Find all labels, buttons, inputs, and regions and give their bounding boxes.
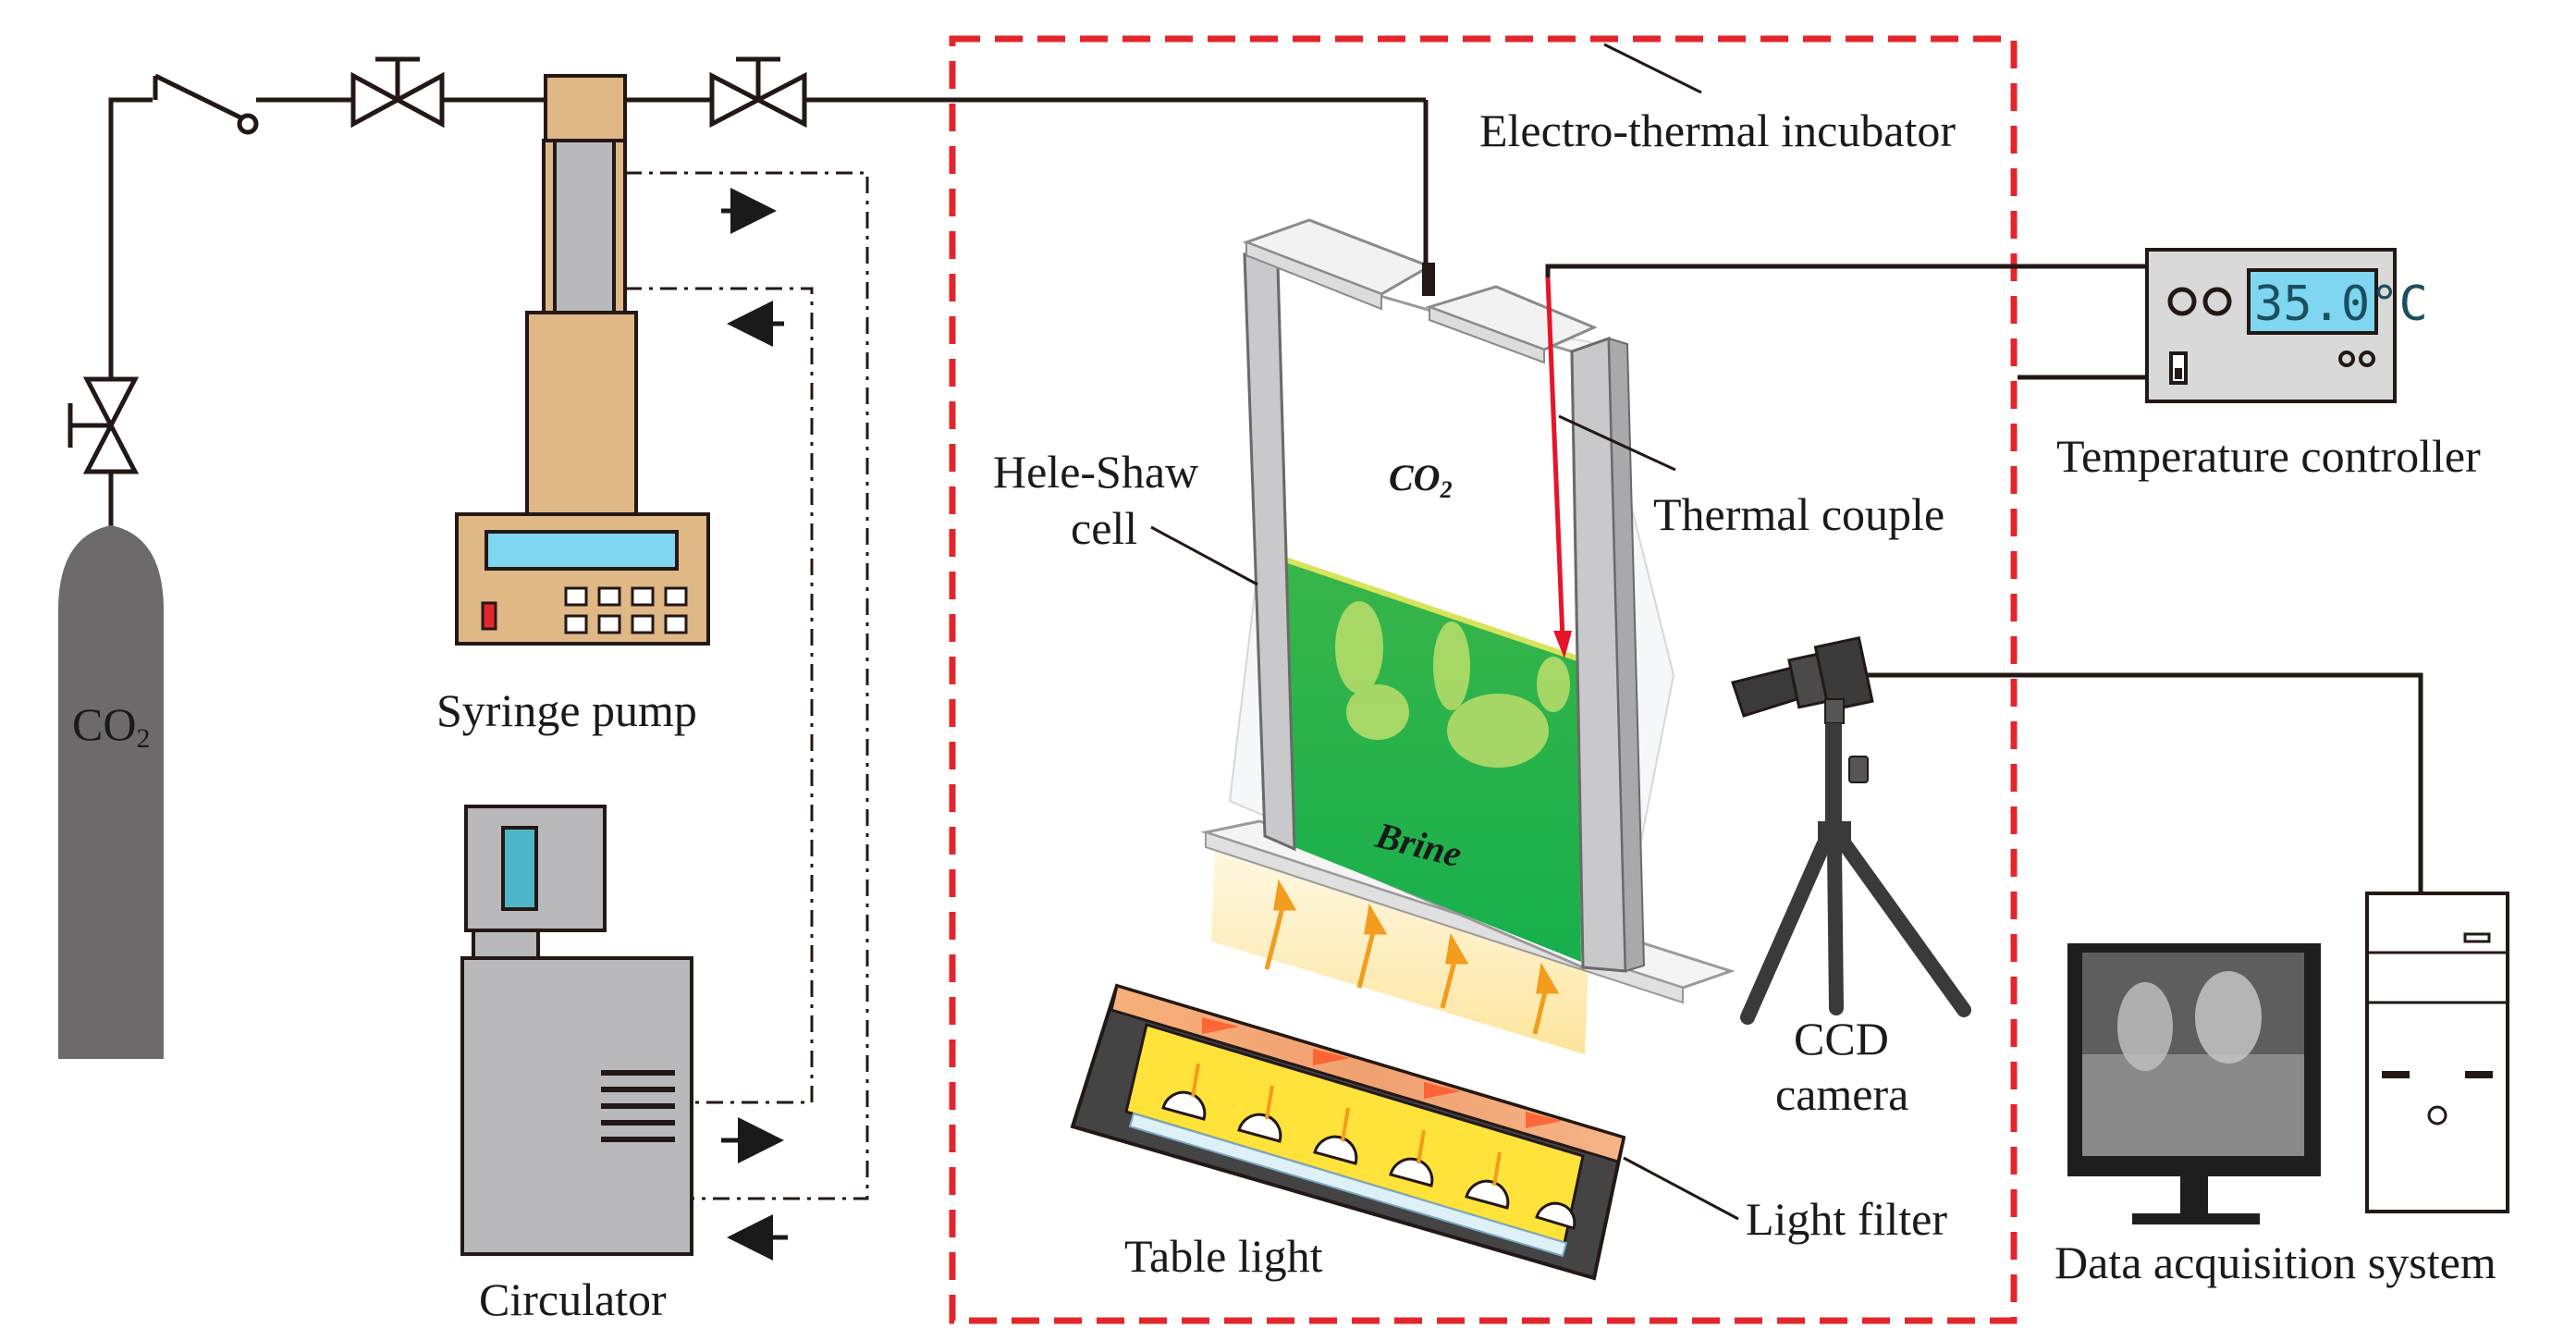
hele-shaw-label-line1: Hele-Shaw xyxy=(993,446,1198,498)
thermal-couple-label: Thermal couple xyxy=(1653,488,1944,540)
syringe-pump[interactable] xyxy=(455,74,710,646)
controller-knob-icon[interactable] xyxy=(2202,287,2232,316)
incubator-boundary xyxy=(949,35,2018,1324)
controller-reading: 35.0°C xyxy=(2254,277,2428,332)
controller-knob-icon[interactable] xyxy=(2167,287,2197,316)
gas-piping xyxy=(108,73,1429,527)
flow-arrows xyxy=(721,188,788,1261)
syringe-pump-label: Syringe pump xyxy=(436,684,697,736)
ccd-camera[interactable] xyxy=(1731,635,1971,1025)
ccd-label-line2: camera xyxy=(1775,1068,1908,1120)
filter-glow-icon xyxy=(1202,1017,1563,1128)
needle-valve-2[interactable] xyxy=(709,56,807,129)
circulator[interactable] xyxy=(460,805,693,1256)
hele-shaw-cell xyxy=(1200,218,1736,1004)
hele-shaw-label-line2: cell xyxy=(1071,502,1137,554)
temperature-controller-label: Temperature controller xyxy=(2056,430,2481,482)
table-light[interactable] xyxy=(1070,983,1626,1281)
data-acquisition-label: Data acquisition system xyxy=(2055,1236,2496,1288)
light-filter-label: Light filter xyxy=(1746,1193,1947,1245)
co2-cylinder: CO2 xyxy=(58,525,164,1059)
co2-cell-label: CO2 xyxy=(1389,457,1453,503)
controller-display xyxy=(2247,268,2378,335)
light-arrows xyxy=(1264,879,1560,1035)
data-acquisition-computer[interactable] xyxy=(2067,892,2509,1224)
cylinder-valve[interactable] xyxy=(67,376,140,474)
circulator-vent-icon xyxy=(601,1070,675,1142)
circulator-label: Circulator xyxy=(479,1273,667,1325)
ccd-label-line1: CCD xyxy=(1794,1013,1889,1064)
co2-plumes xyxy=(1335,601,1570,768)
led-array xyxy=(1161,1090,1576,1230)
circulation-lines xyxy=(625,171,869,1200)
pump-indicator-icon xyxy=(481,601,497,631)
table-light-label: Table light xyxy=(1124,1230,1323,1282)
incubator-label: Electro-thermal incubator xyxy=(1479,105,1956,156)
co2-cylinder-label: CO2 xyxy=(72,698,150,754)
temperature-controller[interactable]: 35.0°C xyxy=(2145,248,2428,403)
pump-keypad[interactable] xyxy=(564,586,688,634)
needle-valve-1[interactable] xyxy=(350,56,445,129)
thermocouple xyxy=(1545,264,2147,658)
power-button-icon[interactable] xyxy=(2427,1105,2447,1126)
